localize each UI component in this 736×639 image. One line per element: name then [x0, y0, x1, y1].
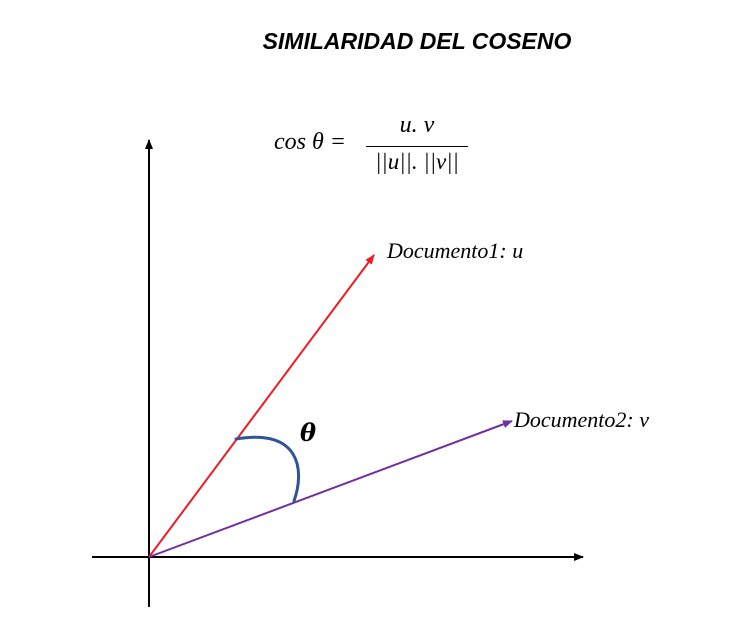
angle-arc	[234, 435, 301, 503]
fraction-bar	[366, 146, 468, 147]
formula-denominator: ||u||. ||v||	[375, 149, 459, 174]
formula-lhs: cos θ =	[274, 129, 346, 155]
formula-numerator: u. v	[399, 112, 435, 138]
vector-v-label: Documento2: v	[514, 407, 650, 432]
angle-label: θ	[300, 418, 317, 447]
vector-u	[148, 254, 375, 558]
vector-u-label: Documento1: u	[387, 238, 524, 263]
vector-v	[148, 420, 513, 558]
cosine-formula: cos θ = u. v ||u||. ||v||	[274, 112, 474, 182]
diagram-title: SIMILARIDAD DEL COSENO	[262, 28, 572, 54]
